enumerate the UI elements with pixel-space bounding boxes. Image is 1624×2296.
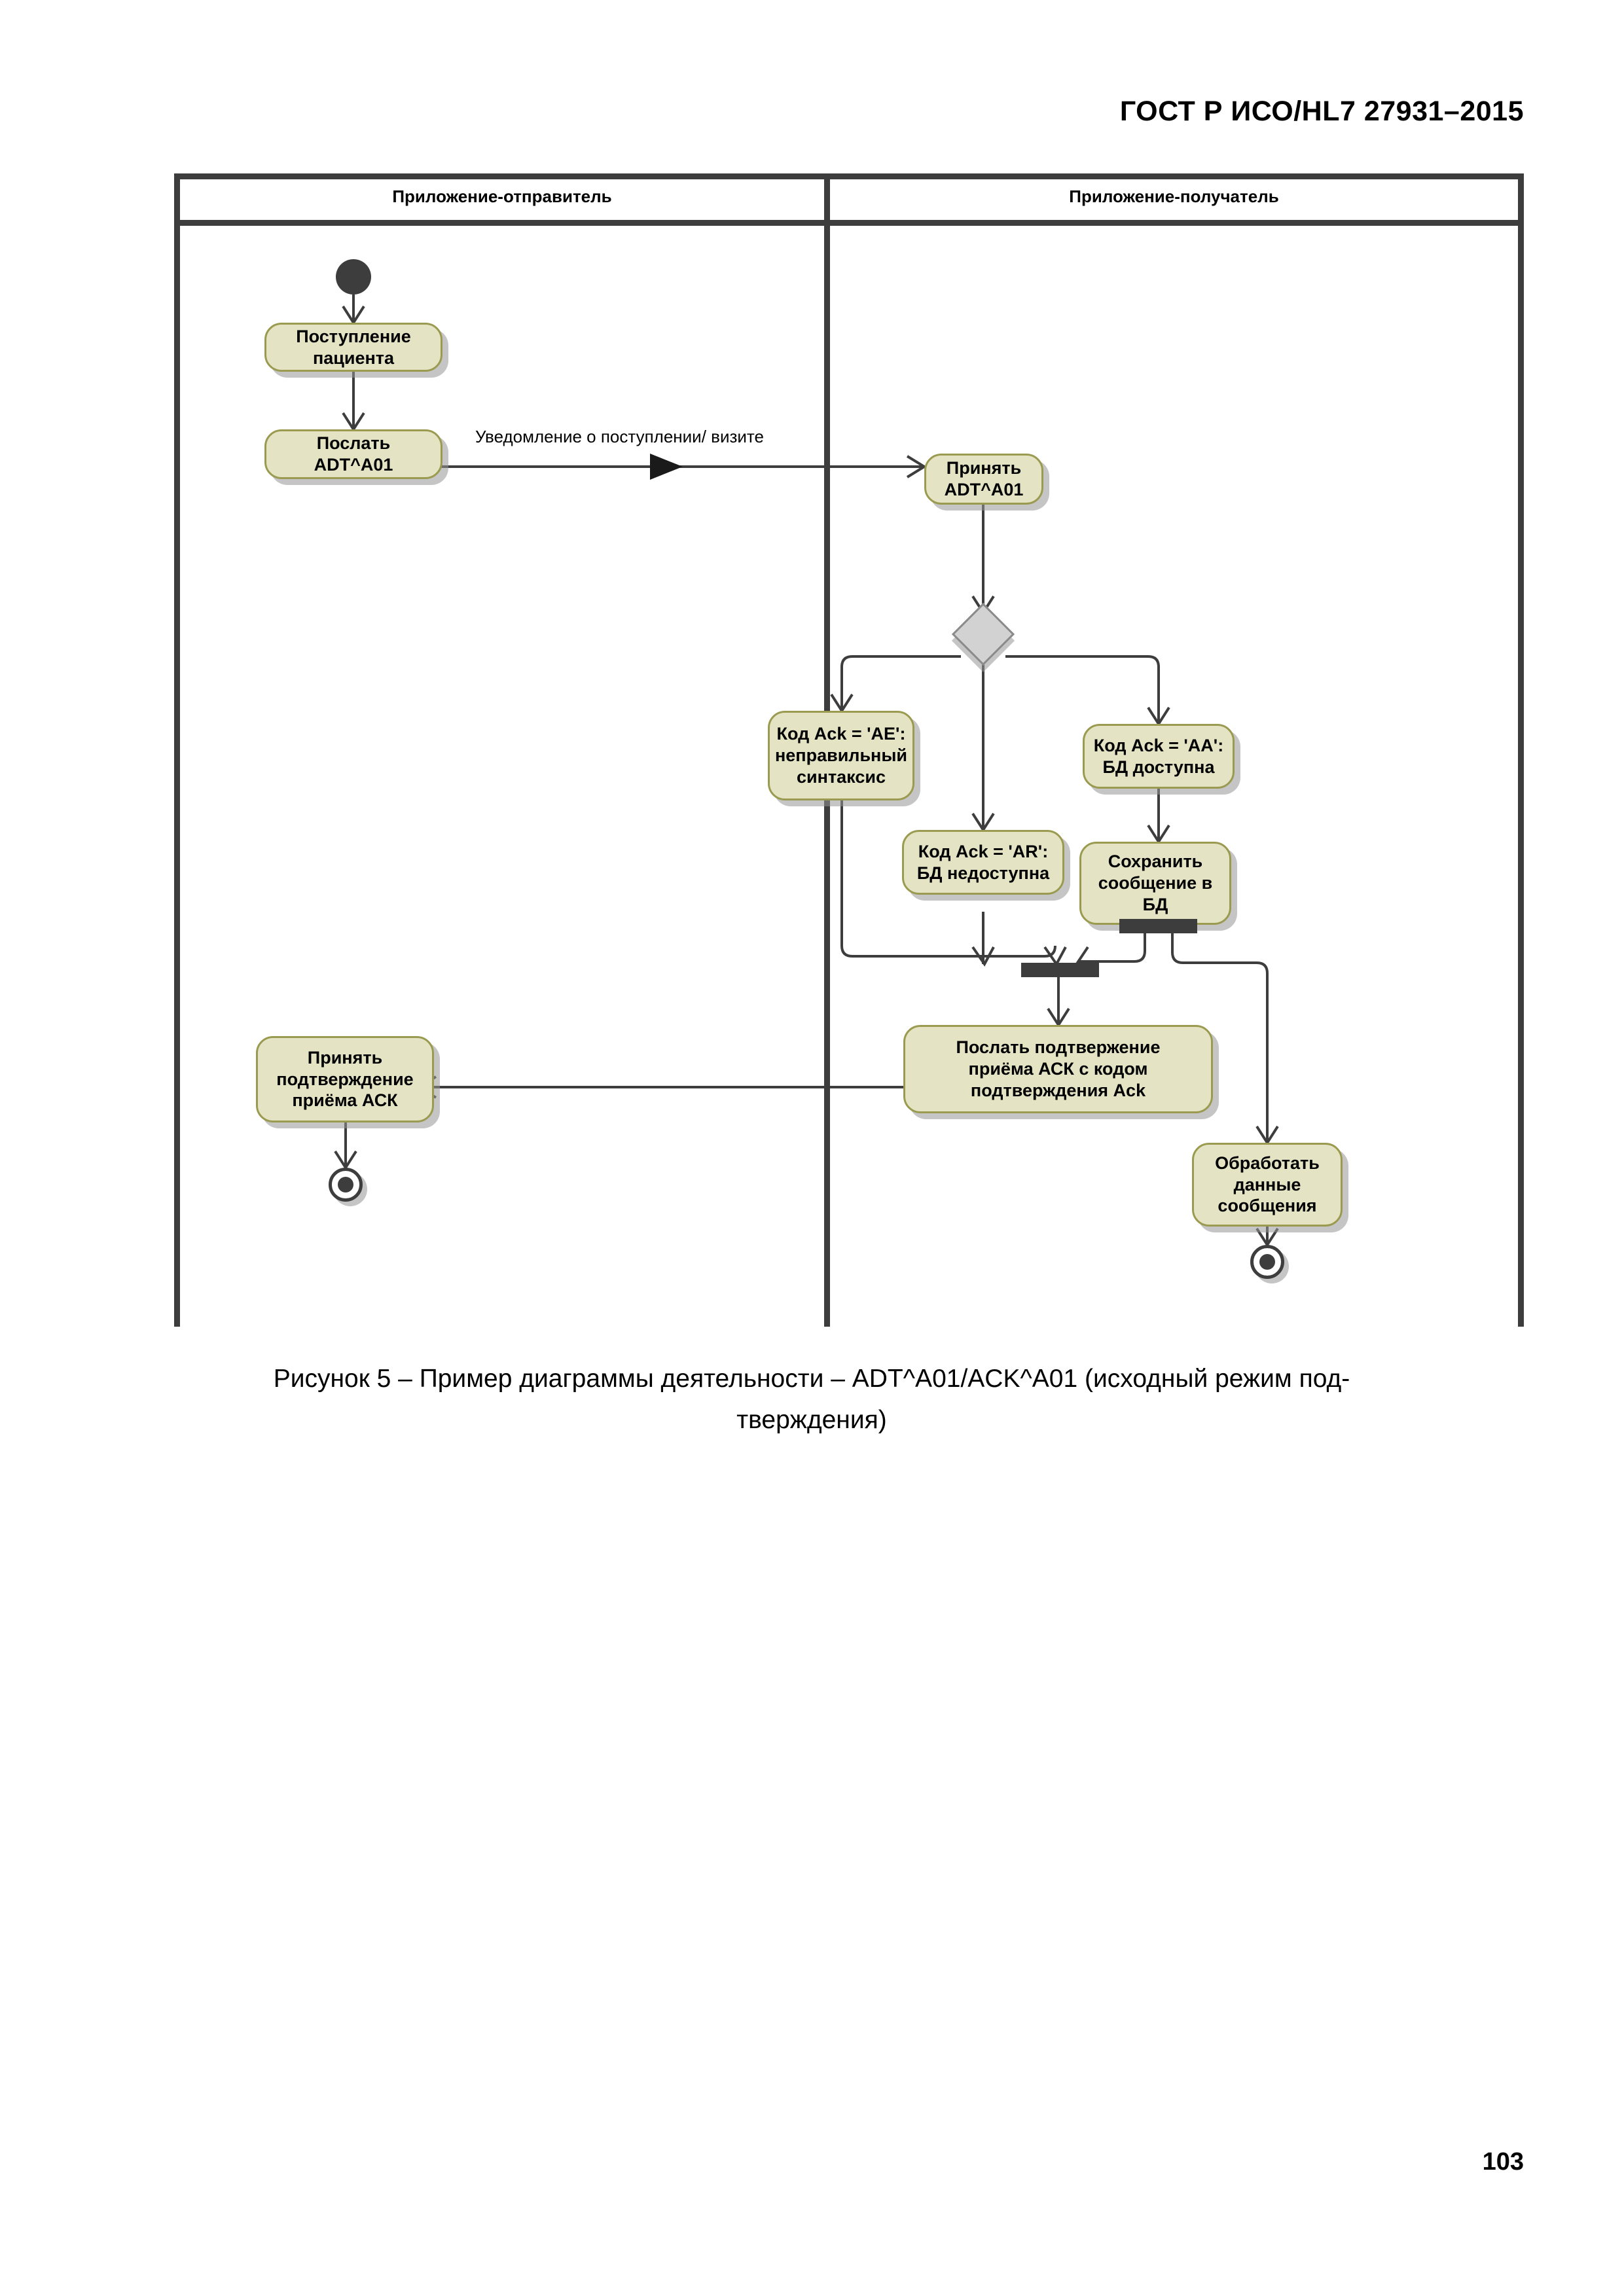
start-node — [336, 259, 371, 295]
frame-left-border — [174, 173, 180, 1327]
node-receive-ack[interactable]: Принять подтверждение приёма АСК — [256, 1036, 434, 1122]
arrowhead-process-data — [1255, 1125, 1279, 1145]
edge-decision-to-ack-ae — [840, 655, 961, 709]
frame-right-border — [1518, 173, 1524, 1327]
arrowhead-send-adt — [342, 412, 365, 432]
decision-node[interactable] — [951, 602, 1015, 666]
arrowhead-ack-ae — [830, 693, 854, 713]
lane-header-receiver: Приложение-получатель — [1069, 187, 1279, 206]
message-flow-marker — [650, 454, 683, 480]
arrowhead-merge-from-ae — [1043, 946, 1067, 967]
node-patient-admission[interactable]: Поступление пациента — [264, 323, 442, 372]
node-ack-aa[interactable]: Код Ack = 'AA': БД доступна — [1083, 724, 1235, 789]
arrowhead-send-ack — [1047, 1007, 1070, 1028]
node-send-adt[interactable]: Послать ADT^A01 — [264, 429, 442, 479]
figure-caption-line-1: Рисунок 5 – Пример диаграммы деятельност… — [273, 1365, 1350, 1393]
node-ack-ar[interactable]: Код Ack = 'AR': БД недоступна — [902, 830, 1064, 895]
arrowhead-admission — [342, 305, 365, 325]
node-receive-adt[interactable]: Принять ADT^A01 — [924, 454, 1043, 505]
activity-diagram: Приложение-отправитель Приложение-получа… — [174, 173, 1524, 1327]
end-node-receiver — [1250, 1245, 1284, 1279]
node-process-data[interactable]: Обработать данные сообщения — [1192, 1143, 1343, 1227]
arrowhead-ack-ar — [971, 812, 995, 833]
node-ack-ae[interactable]: Код Ack = 'AE': неправильный синтаксис — [768, 711, 914, 800]
figure-caption-line-2: тверждения) — [736, 1406, 887, 1435]
frame-top-border — [174, 173, 1524, 179]
lane-header-divider — [174, 220, 1524, 226]
flow-label-notification: Уведомление о поступлении/ визите — [475, 427, 765, 446]
merge-bar — [1021, 963, 1099, 977]
edge-fork-left-to-merge — [1077, 933, 1146, 963]
figure-caption: Рисунок 5 – Пример диаграммы деятельност… — [157, 1358, 1466, 1441]
node-save-message[interactable]: Сохранить сообщение в БД — [1079, 842, 1231, 925]
arrowhead-receive-adt — [906, 455, 927, 478]
fork-bar — [1119, 919, 1197, 933]
document-header-standard-number: ГОСТ Р ИСО/HL7 27931–2015 — [1119, 96, 1524, 127]
arrowhead-receiver-end — [1255, 1227, 1279, 1247]
arrowhead-sender-end — [334, 1150, 357, 1170]
end-node-sender — [329, 1168, 363, 1202]
arrowhead-ack-aa — [1147, 706, 1170, 726]
page-number: 103 — [1482, 2148, 1524, 2176]
lane-header-sender: Приложение-отправитель — [392, 187, 612, 206]
node-send-ack[interactable]: Послать подтвержение приёма АСК с кодом … — [903, 1025, 1213, 1113]
arrowhead-save-message — [1147, 824, 1170, 844]
edge-decision-to-ack-aa — [1005, 655, 1160, 722]
arrowhead-merge-from-ar — [971, 946, 995, 967]
